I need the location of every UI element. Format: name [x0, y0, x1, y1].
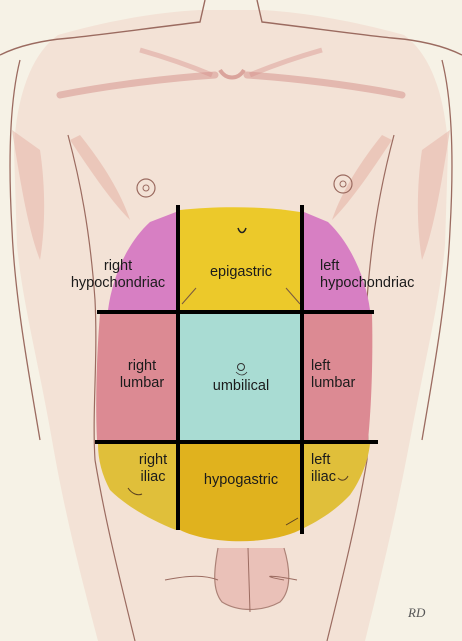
left-hypochondriac-region	[304, 212, 370, 310]
label-line: left	[311, 358, 331, 374]
label-line: left	[311, 452, 331, 468]
label-left-lumbar: left lumbar	[311, 358, 355, 392]
label-line: iliac	[311, 469, 336, 485]
label-right-hypochondriac: right hypochondriac	[58, 258, 178, 292]
right-hypochondriac-region	[108, 212, 176, 310]
label-line: lumbar	[119, 375, 165, 391]
label-right-lumbar: right lumbar	[108, 358, 176, 392]
epigastric-region	[180, 207, 300, 310]
label-line: iliac	[140, 469, 166, 485]
label-line: right	[138, 452, 168, 468]
label-line: left	[320, 258, 340, 274]
label-left-iliac: left iliac	[311, 452, 336, 486]
label-right-iliac: right iliac	[130, 452, 176, 486]
right-iliac-region	[98, 444, 176, 530]
umbilical-region	[180, 314, 300, 440]
label-line: hypochondriac	[70, 275, 166, 291]
left-lumbar-region	[304, 314, 373, 440]
artist-signature: RD	[408, 605, 426, 620]
label-line: hypochondriac	[320, 275, 415, 291]
label-umbilical: umbilical	[212, 378, 270, 394]
label-line: right	[103, 258, 133, 274]
label-epigastric: epigastric	[209, 264, 273, 280]
label-hypogastric: hypogastric	[203, 472, 279, 488]
hypogastric-region	[180, 444, 300, 542]
label-line: right	[127, 358, 157, 374]
left-iliac-region	[304, 444, 370, 528]
label-left-hypochondriac: left hypochondriac	[320, 258, 414, 292]
label-line: lumbar	[311, 375, 356, 391]
right-lumbar-region	[96, 314, 176, 440]
